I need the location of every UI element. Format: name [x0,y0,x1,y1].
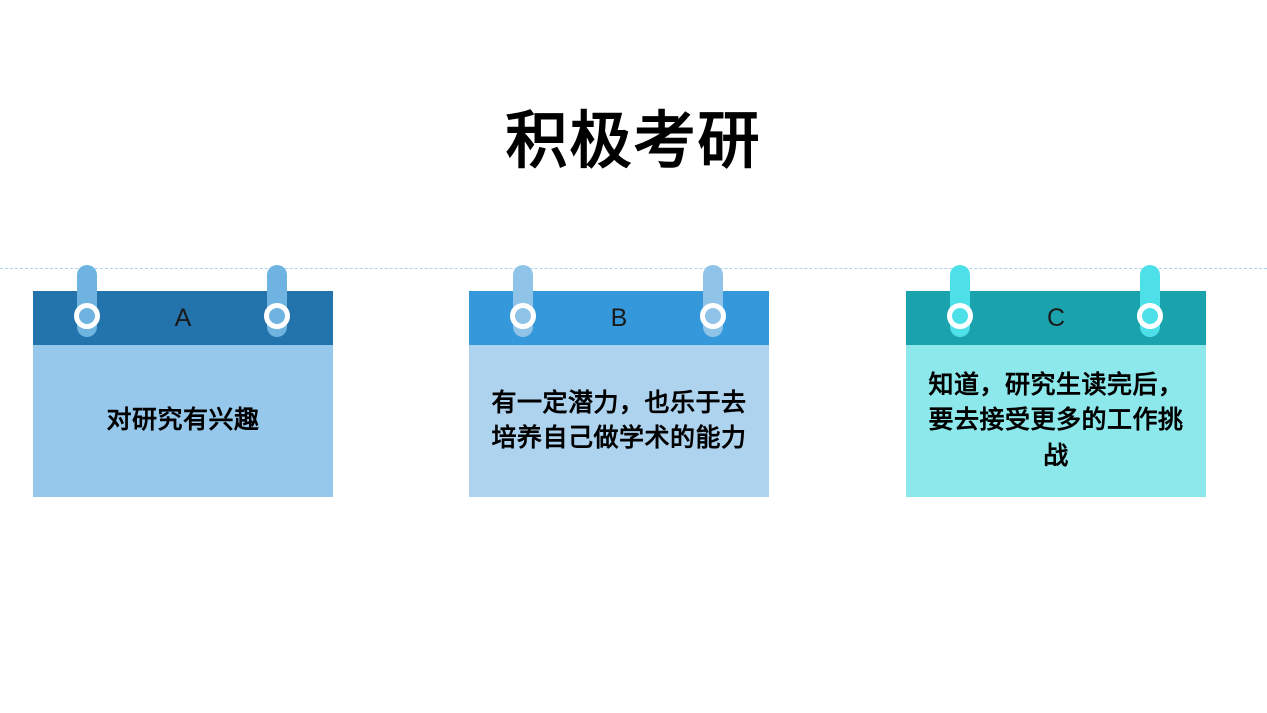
card-a[interactable]: A 对研究有兴趣 [33,265,333,497]
binder-ring-collar [74,303,100,329]
binder-ring-icon [700,265,726,337]
binder-ring-icon [74,265,100,337]
binder-ring-icon [510,265,536,337]
binder-ring-collar [264,303,290,329]
binder-ring-icon [264,265,290,337]
horizontal-guideline [0,268,1267,269]
binder-ring-icon [1137,265,1163,337]
card-b-letter: B [610,303,628,332]
binder-ring-icon [947,265,973,337]
binder-ring-collar [510,303,536,329]
card-c[interactable]: C 知道，研究生读完后，要去接受更多的工作挑战 [906,265,1206,497]
binder-ring-collar [1137,303,1163,329]
card-c-letter: C [1046,303,1066,332]
binder-ring-collar [700,303,726,329]
card-c-text: 知道，研究生读完后，要去接受更多的工作挑战 [928,370,1184,470]
card-b-body: 有一定潜力，也乐于去培养自己做学术的能力 [469,345,769,497]
card-b-text: 有一定潜力，也乐于去培养自己做学术的能力 [491,388,747,453]
card-a-body: 对研究有兴趣 [33,345,333,497]
binder-ring-collar [947,303,973,329]
card-c-body: 知道，研究生读完后，要去接受更多的工作挑战 [906,345,1206,497]
card-a-letter: A [174,303,192,332]
card-a-text: 对研究有兴趣 [106,406,260,435]
card-b[interactable]: B 有一定潜力，也乐于去培养自己做学术的能力 [469,265,769,497]
page-title: 积极考研 [505,107,762,176]
